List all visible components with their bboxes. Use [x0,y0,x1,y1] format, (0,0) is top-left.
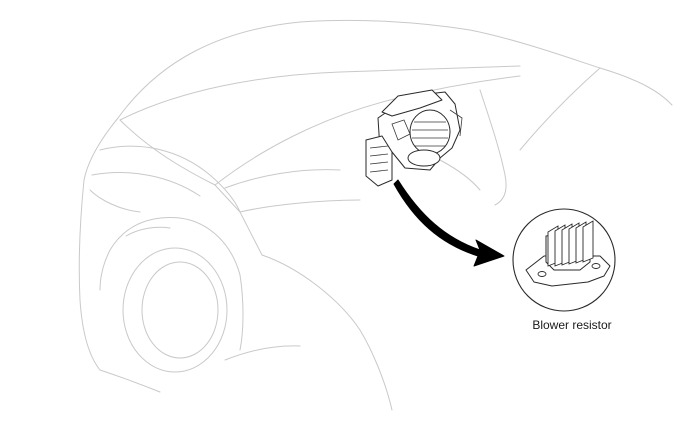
vehicle-outline-icon [78,19,673,411]
leader-arrow-icon [393,179,505,267]
blower-resistor-callout [512,208,616,312]
blower-unit-icon [365,89,463,187]
blower-resistor-label: Blower resistor [532,318,612,332]
blower-resistor-part-icon [525,220,611,287]
